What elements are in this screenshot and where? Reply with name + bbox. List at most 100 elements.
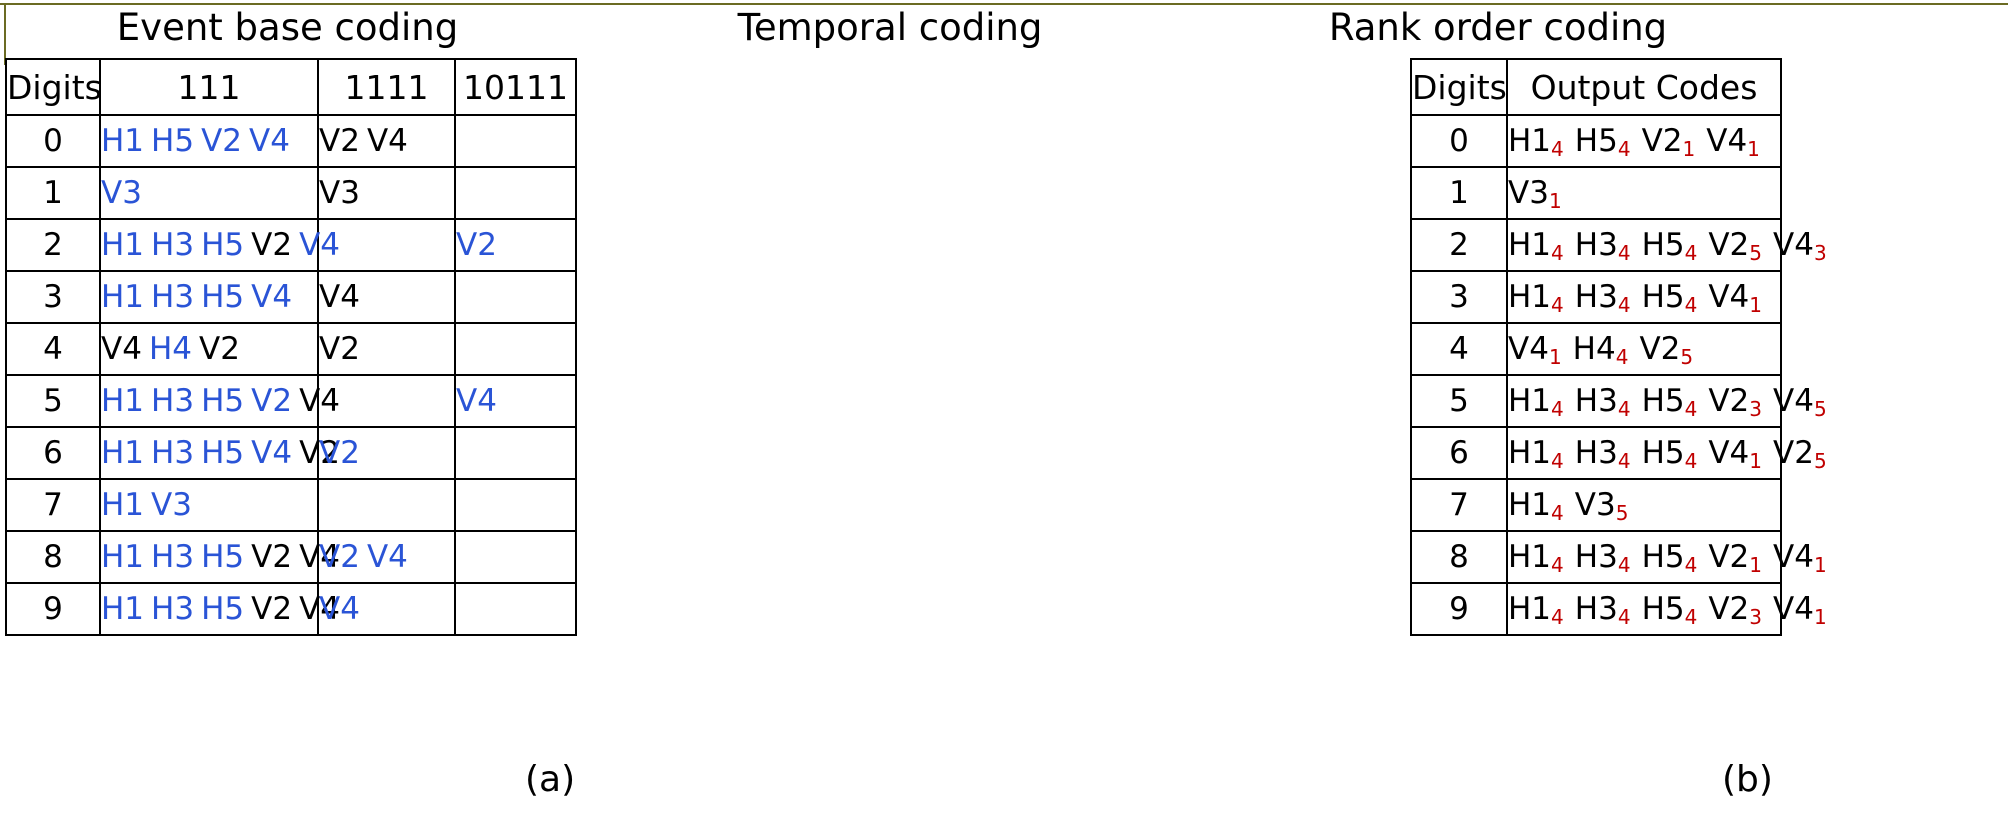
- code-token-subscript: 1: [1749, 449, 1763, 473]
- code-token-subscript: 4: [1551, 553, 1564, 577]
- code-token-base: V4: [1706, 123, 1748, 159]
- cell-col-1111: V2: [317, 322, 456, 376]
- cell-col-1111: [317, 374, 456, 428]
- code-token: V2: [251, 383, 293, 419]
- code-token: H1: [101, 123, 145, 159]
- panel-a-caption: (a): [525, 759, 576, 800]
- code-token-subscript: 4: [1684, 553, 1698, 577]
- cell-col-1111: [317, 218, 456, 272]
- code-token: V41: [1508, 331, 1573, 369]
- code-token-base: V2: [1708, 227, 1750, 263]
- digit-cell: 4: [5, 322, 101, 376]
- code-token-base: H4: [1572, 331, 1616, 367]
- code-token: H34: [1574, 279, 1642, 317]
- code-token: V2: [319, 331, 360, 367]
- code-token: H1: [101, 227, 145, 263]
- code-token: H14: [1508, 435, 1575, 473]
- code-token-base: H5: [1641, 435, 1685, 471]
- digit-cell: 3: [1410, 270, 1508, 324]
- code-token: H14: [1508, 591, 1575, 629]
- digit-cell: 6: [1410, 426, 1508, 480]
- code-token-subscript: 3: [1749, 397, 1763, 421]
- digit-cell: 0: [5, 114, 101, 168]
- code-token-subscript: 4: [1617, 605, 1631, 629]
- code-token-base: H3: [1574, 279, 1618, 315]
- slide-rule-left: [4, 3, 6, 65]
- code-token: H3: [151, 435, 195, 471]
- cell-col-10111: [454, 166, 577, 220]
- cell-col-10111: [454, 114, 577, 168]
- code-token: V23: [1708, 383, 1773, 421]
- code-token: V2: [319, 435, 360, 471]
- code-token-subscript: 4: [1551, 137, 1564, 161]
- code-token: H5: [201, 435, 245, 471]
- code-token: H34: [1575, 539, 1642, 577]
- code-token: V41: [1708, 435, 1773, 473]
- code-token: H3: [151, 227, 195, 263]
- code-token-subscript: 4: [1551, 293, 1564, 317]
- code-token: H34: [1575, 435, 1642, 473]
- code-token-subscript: 4: [1617, 137, 1631, 161]
- digit-cell: 5: [1410, 374, 1508, 428]
- digit-cell: 3: [5, 270, 101, 324]
- code-token: V4: [251, 279, 293, 315]
- code-token: V4: [249, 123, 290, 159]
- code-token-base: V3: [1508, 175, 1549, 211]
- digit-cell: 1: [1410, 166, 1508, 220]
- code-token-subscript: 5: [1749, 241, 1763, 265]
- digit-cell: 0: [1410, 114, 1508, 168]
- code-token: V2: [251, 539, 293, 575]
- code-token: H54: [1642, 383, 1709, 421]
- code-token: V21: [1708, 539, 1773, 577]
- code-token-subscript: 5: [1615, 501, 1629, 525]
- digit-cell: 9: [5, 582, 101, 636]
- code-token: H4: [148, 331, 192, 367]
- cell-col-111: V3: [99, 166, 319, 220]
- cell-col-10111: V2: [454, 218, 577, 272]
- code-token: H1: [101, 383, 145, 419]
- code-token-subscript: 5: [1813, 397, 1827, 421]
- code-token-base: V2: [1773, 435, 1814, 471]
- code-token-subscript: 4: [1551, 241, 1564, 265]
- code-token: H14: [1508, 123, 1575, 161]
- table-b-col-digits: Digits: [1410, 58, 1508, 116]
- digit-cell: 7: [1410, 478, 1508, 532]
- code-token-subscript: 4: [1617, 449, 1631, 473]
- cell-col-10111: [454, 582, 577, 636]
- code-token: H5: [151, 123, 195, 159]
- code-token: V25: [1773, 435, 1831, 473]
- code-token: H1: [101, 435, 145, 471]
- code-token: V2: [456, 227, 497, 263]
- code-token-base: H5: [1574, 123, 1618, 159]
- code-token-base: H3: [1574, 227, 1618, 263]
- code-token-subscript: 4: [1551, 501, 1564, 525]
- code-token-base: V4: [1773, 383, 1814, 419]
- code-token: H34: [1574, 227, 1642, 265]
- code-token-base: V2: [1708, 591, 1750, 627]
- cell-col-10111: [454, 270, 577, 324]
- cell-output-codes: V31: [1506, 166, 1782, 220]
- code-token: V25: [1708, 227, 1773, 265]
- digit-cell: 6: [5, 426, 101, 480]
- code-token: V25: [1639, 331, 1697, 369]
- code-token: H3: [151, 591, 195, 627]
